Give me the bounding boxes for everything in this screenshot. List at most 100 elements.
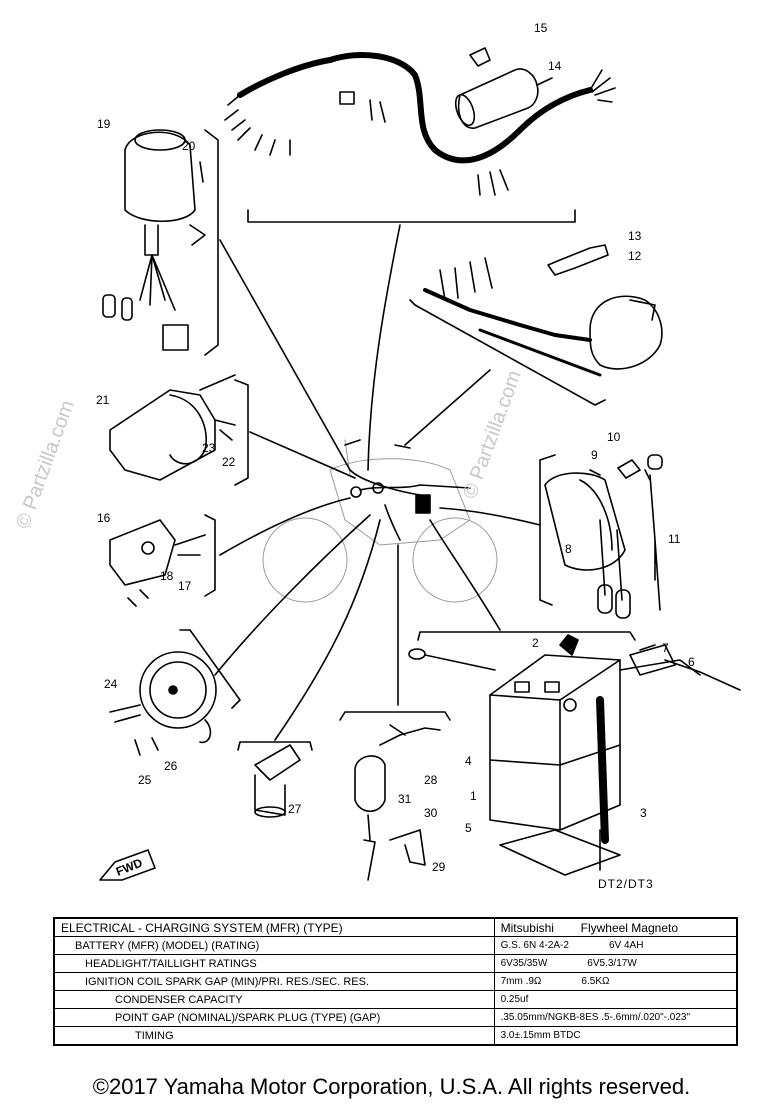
callout-7: 7 bbox=[662, 641, 669, 655]
spec-row: BATTERY (MFR) (MODEL) (RATING)G.S. 6N 4-… bbox=[53, 936, 738, 955]
spec-value: 0.25uf bbox=[493, 990, 738, 1009]
copyright-notice: ©2017 Yamaha Motor Corporation, U.S.A. A… bbox=[92, 1074, 691, 1099]
bracket-switch-assembly bbox=[339, 711, 451, 721]
part-12-handlebar-switch bbox=[423, 244, 663, 377]
part-27-plug-cap bbox=[254, 744, 301, 818]
leader-regulator bbox=[249, 431, 356, 479]
spec-value-b: 6V 4AH bbox=[608, 940, 644, 951]
spec-label: HEADLIGHT/TAILLIGHT RATINGS bbox=[53, 954, 495, 973]
bracket-plug-cap bbox=[237, 741, 313, 751]
spec-value: .35.05mm/NGKB-8ES .5-.6mm/.020"-.023" bbox=[493, 1008, 738, 1027]
callout-12: 12 bbox=[628, 249, 642, 263]
model-label: DT2/DT3 bbox=[598, 877, 654, 891]
spec-value-b: 6V5.3/17W bbox=[587, 958, 637, 969]
part-19-main-switch bbox=[102, 129, 206, 351]
spec-value: 3.0±.15mm BTDC bbox=[493, 1026, 738, 1046]
callout-19: 19 bbox=[97, 117, 111, 131]
spec-row: POINT GAP (NOMINAL)/SPARK PLUG (TYPE) (G… bbox=[53, 1008, 738, 1027]
callout-3: 3 bbox=[640, 806, 647, 820]
spec-value: 7mm .9Ω 6.5KΩ bbox=[493, 972, 738, 991]
part-16-contact-breaker bbox=[109, 519, 206, 607]
spec-header-value-a: Mitsubishi bbox=[500, 920, 554, 935]
callout-2: 2 bbox=[532, 636, 539, 650]
leader-contact-breaker bbox=[219, 497, 351, 556]
callout-8: 8 bbox=[565, 542, 572, 556]
exploded-parts-diagram: 1234567891011121314151617181920212223242… bbox=[12, 21, 741, 881]
part-28-switch-assembly bbox=[354, 724, 441, 881]
spec-header-value-b: Flywheel Magneto bbox=[580, 920, 679, 935]
part-14-wiring-harness bbox=[224, 52, 616, 471]
spec-value-a: 0.25uf bbox=[500, 994, 529, 1005]
leader-horn bbox=[214, 514, 371, 676]
spec-row: HEADLIGHT/TAILLIGHT RATINGS 6V35/35W 6V5.3… bbox=[53, 954, 738, 973]
leader-plug-cap bbox=[274, 519, 381, 741]
bracket-relay bbox=[539, 454, 556, 606]
spec-value-a: 6V35/35W bbox=[500, 958, 548, 969]
spec-label: TIMING bbox=[53, 1026, 495, 1046]
callout-15: 15 bbox=[534, 21, 548, 35]
spec-value-b: 6.5KΩ bbox=[581, 976, 610, 987]
spec-value-a: .35.05mm/NGKB-8ES .5-.6mm/.020"-.023" bbox=[500, 1012, 690, 1023]
leader-main-switch bbox=[219, 239, 351, 471]
leader-handlebar-switch bbox=[404, 369, 491, 446]
callout-31: 31 bbox=[398, 792, 412, 806]
callout-17: 17 bbox=[178, 579, 192, 593]
spec-value-a: G.S. 6N 4-2A-2 bbox=[500, 940, 569, 951]
callout-6: 6 bbox=[688, 655, 695, 669]
leader-battery bbox=[429, 519, 501, 631]
spec-value-a: 3.0±.15mm BTDC bbox=[500, 1030, 581, 1041]
leader-relay bbox=[439, 507, 541, 526]
watermark-left: © Partzilla.com bbox=[12, 398, 79, 532]
bracket-main-switch bbox=[204, 129, 219, 356]
callout-1: 1 bbox=[470, 789, 477, 803]
part-callouts: 1234567891011121314151617181920212223242… bbox=[96, 21, 695, 874]
callout-10: 10 bbox=[607, 430, 621, 444]
spec-value-a: 7mm .9Ω bbox=[500, 976, 542, 987]
bracket-contact-breaker bbox=[204, 514, 216, 597]
part-1-battery bbox=[408, 634, 701, 876]
part-6-fuse-holder bbox=[629, 644, 741, 691]
callout-9: 9 bbox=[591, 448, 598, 462]
spec-value: G.S. 6N 4-2A-2 6V 4AH bbox=[493, 936, 738, 955]
callout-11: 11 bbox=[668, 532, 681, 546]
part-8-relay bbox=[544, 454, 663, 619]
part-15-ignition-coil bbox=[454, 47, 553, 129]
callout-5: 5 bbox=[465, 821, 472, 835]
part-24-horn bbox=[109, 651, 217, 756]
electrical-spec-table: ELECTRICAL - CHARGING SYSTEM (MFR) (TYPE… bbox=[53, 917, 738, 1046]
part-21-regulator bbox=[109, 374, 236, 481]
spec-label: IGNITION COIL SPARK GAP (MIN)/PRI. RES./… bbox=[53, 972, 495, 991]
bracket-battery bbox=[417, 631, 636, 641]
motorcycle-outline bbox=[262, 439, 498, 603]
spec-header-value: Mitsubishi Flywheel Magneto bbox=[493, 917, 738, 937]
callout-30: 30 bbox=[424, 806, 438, 820]
callout-25: 25 bbox=[138, 773, 152, 787]
central-harness-hub bbox=[344, 439, 471, 541]
callout-18: 18 bbox=[160, 569, 174, 583]
callout-21: 21 bbox=[96, 393, 110, 407]
callout-23: 23 bbox=[202, 441, 216, 455]
fwd-label: FWD bbox=[114, 855, 145, 878]
spec-value: 6V35/35W 6V5.3/17W bbox=[493, 954, 738, 973]
spec-label: CONDENSER CAPACITY bbox=[53, 990, 495, 1009]
bracket-handlebar-switch bbox=[409, 299, 606, 406]
fwd-arrow bbox=[99, 849, 156, 881]
callout-13: 13 bbox=[628, 229, 642, 243]
callout-27: 27 bbox=[288, 802, 302, 816]
spec-row: IGNITION COIL SPARK GAP (MIN)/PRI. RES./… bbox=[53, 972, 738, 991]
callout-4: 4 bbox=[465, 754, 472, 768]
callout-28: 28 bbox=[424, 773, 438, 787]
bracket-horn bbox=[179, 629, 241, 709]
callout-16: 16 bbox=[97, 511, 111, 525]
callout-14: 14 bbox=[548, 59, 562, 73]
bracket-regulator bbox=[234, 379, 249, 486]
callout-20: 20 bbox=[182, 139, 196, 153]
spec-header-row: ELECTRICAL - CHARGING SYSTEM (MFR) (TYPE… bbox=[53, 917, 738, 937]
spec-label: BATTERY (MFR) (MODEL) (RATING) bbox=[53, 936, 495, 955]
callout-22: 22 bbox=[222, 455, 236, 469]
callout-24: 24 bbox=[104, 677, 118, 691]
callout-26: 26 bbox=[164, 759, 178, 773]
spec-row: TIMING 3.0±.15mm BTDC bbox=[53, 1026, 738, 1046]
spec-header-label: ELECTRICAL - CHARGING SYSTEM (MFR) (TYPE… bbox=[53, 917, 495, 937]
bracket-harness bbox=[247, 209, 576, 223]
